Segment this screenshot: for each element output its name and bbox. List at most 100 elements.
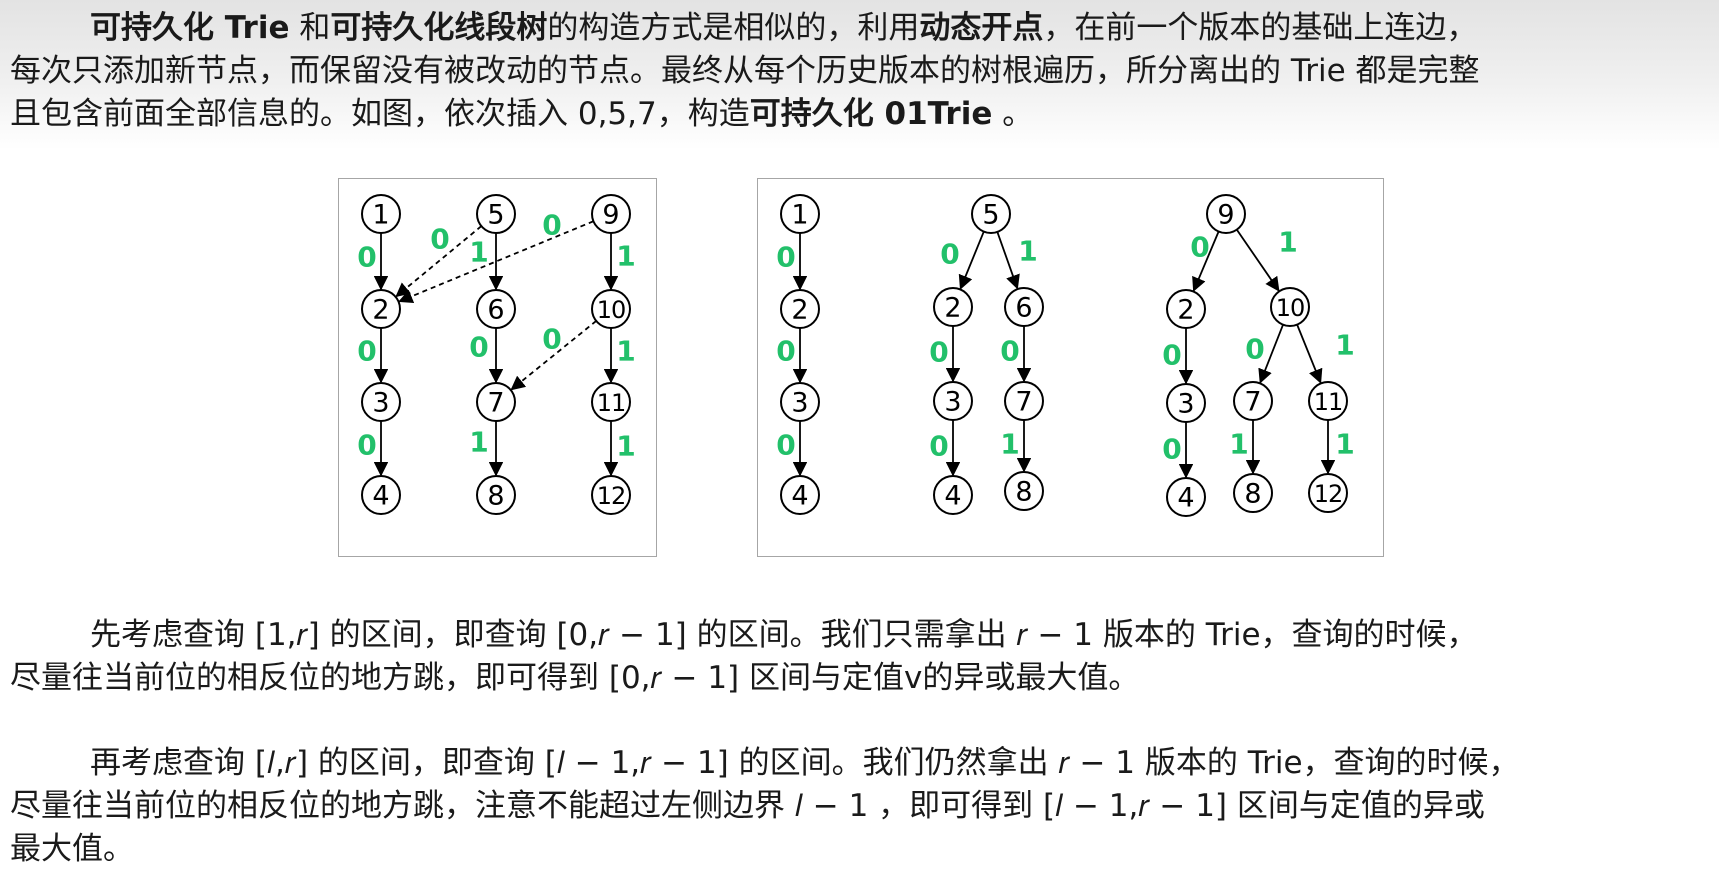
node-circle [1166, 289, 1206, 329]
trie-node-b6: 6 [1004, 287, 1044, 327]
term-persistent-segment-tree: 可持久化线段树 [330, 10, 548, 46]
edge-5-2 [395, 225, 482, 298]
trie-node-6: 6 [476, 289, 516, 329]
edge-c10-c11 [1296, 324, 1323, 384]
node-circle [591, 475, 631, 515]
text-segment: ，在前一个版本的基础上连边， [1043, 10, 1478, 46]
trie-node-1: 1 [361, 194, 401, 234]
node-label: 2 [791, 295, 808, 326]
edge-label-c3-c4: 0 [1162, 433, 1181, 466]
node-circle [1233, 473, 1273, 513]
edge-c9-c2 [1192, 231, 1220, 292]
edge-label-c2-c3: 0 [1162, 339, 1181, 372]
intro-line-3: 且包含前面全部信息的。如图，依次插入 0,5,7，构造可持久化 01Trie 。 [10, 93, 1710, 136]
node-label: 9 [1217, 200, 1234, 231]
edge-b5-b2 [958, 231, 985, 290]
node-label: 2 [944, 293, 961, 324]
edge-label-7-8: 1 [469, 426, 488, 459]
node-circle [933, 287, 973, 327]
edge-label-5-6: 1 [469, 236, 488, 269]
trie-node-c3: 3 [1166, 383, 1206, 423]
node-circle [1308, 381, 1348, 421]
query-range-line-2: 尽量往当前位的相反位的地方跳，注意不能超过左侧边界 𝑙 − 1 ，即可得到 [𝑙… [10, 788, 1485, 824]
trie-node-5: 5 [476, 194, 516, 234]
trie-node-a4: 4 [780, 475, 820, 515]
header-band [0, 0, 1719, 150]
node-circle [1233, 381, 1273, 421]
node-label: 4 [944, 481, 961, 512]
edge-label-c9-c10: 1 [1278, 226, 1297, 259]
edge-label-c9-c2: 0 [1190, 231, 1209, 264]
node-circle [780, 475, 820, 515]
edge-label-11-12: 1 [616, 430, 635, 463]
node-label: 6 [1015, 293, 1032, 324]
intro-line-2: 每次只添加新节点，而保留没有被改动的节点。最终从每个历史版本的树根遍历，所分离出… [10, 53, 1480, 89]
node-label: 3 [791, 388, 808, 419]
node-circle [361, 289, 401, 329]
node-circle [933, 381, 973, 421]
trie-node-c10: 10 [1270, 287, 1310, 327]
query-prefix-line-2: 尽量往当前位的相反位的地方跳，即可得到 [0,𝑟 − 1] 区间与定值v的异或最… [10, 660, 1140, 696]
trie-node-2: 2 [361, 289, 401, 329]
intro-paragraph: 可持久化 Trie 和可持久化线段树的构造方式是相似的，利用动态开点，在前一个版… [10, 7, 1710, 136]
term-persistent-01trie: 可持久化 01Trie [749, 96, 993, 132]
node-circle [933, 475, 973, 515]
node-label: 6 [487, 295, 504, 326]
edge-label-5-2: 0 [430, 223, 449, 256]
edge-label-c11-c12: 1 [1335, 428, 1354, 461]
edge-label-b2-b3: 0 [929, 336, 948, 369]
trie-node-9: 9 [591, 194, 631, 234]
trie-node-10: 10 [591, 289, 631, 329]
term-dynamic-node: 动态开点 [919, 10, 1044, 46]
text-segment: 和 [289, 10, 331, 46]
node-label: 3 [1177, 389, 1194, 420]
node-circle [361, 475, 401, 515]
node-label: 8 [1015, 477, 1032, 508]
node-label: 1 [791, 200, 808, 231]
node-circle [1004, 471, 1044, 511]
trie-node-c7: 7 [1233, 381, 1273, 421]
node-circle [476, 289, 516, 329]
edge-label-c10-c7: 0 [1245, 333, 1264, 366]
edge-label-10-7: 0 [542, 323, 561, 356]
trie-node-11: 11 [591, 382, 631, 422]
trie-node-c2: 2 [1166, 289, 1206, 329]
node-label: 7 [1244, 387, 1261, 418]
node-label: 3 [372, 388, 389, 419]
query-range-line-1: 再考虑查询 [𝑙,𝑟] 的区间，即查询 [𝑙 − 1,𝑟 − 1] 的区间。我们… [90, 745, 1520, 781]
trie-node-c11: 11 [1308, 381, 1348, 421]
node-label: 8 [1244, 479, 1261, 510]
node-circle [780, 289, 820, 329]
trie-node-7: 7 [476, 382, 516, 422]
query-range-line-3: 最大值。 [10, 831, 134, 867]
node-circle [780, 382, 820, 422]
trie-node-b5: 5 [971, 194, 1011, 234]
node-label: 8 [487, 481, 504, 512]
trie-node-b3: 3 [933, 381, 973, 421]
edge-label-a2-a3: 0 [776, 335, 795, 368]
node-label: 9 [602, 200, 619, 231]
trie-node-b2: 2 [933, 287, 973, 327]
edge-label-2-3: 0 [357, 335, 376, 368]
term-persistent-trie: 可持久化 Trie [90, 10, 290, 46]
node-label: 7 [487, 388, 504, 419]
node-circle [476, 382, 516, 422]
node-label: 4 [791, 481, 808, 512]
node-label: 4 [372, 481, 389, 512]
edge-label-a3-a4: 0 [776, 429, 795, 462]
intro-line-1: 可持久化 Trie 和可持久化线段树的构造方式是相似的，利用动态开点，在前一个版… [10, 7, 1710, 50]
node-circle [1166, 477, 1206, 517]
node-circle [476, 475, 516, 515]
node-circle [1004, 381, 1044, 421]
node-circle [1004, 287, 1044, 327]
trie-node-a2: 2 [780, 289, 820, 329]
edge-10-7 [510, 320, 597, 391]
query-prefix-line-1: 先考虑查询 [1,𝑟] 的区间，即查询 [0,𝑟 − 1] 的区间。我们只需拿出… [90, 617, 1478, 653]
node-circle [971, 194, 1011, 234]
node-label: 3 [944, 387, 961, 418]
node-label: 12 [597, 482, 626, 510]
